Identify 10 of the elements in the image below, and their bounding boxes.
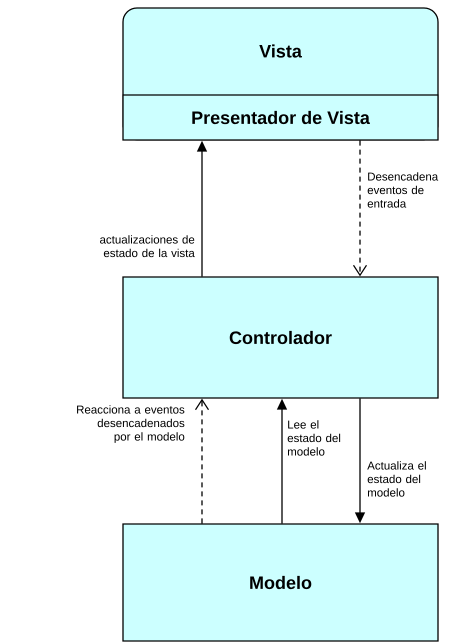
component-box: Presentador de Vista <box>122 94 439 141</box>
edge-label: Lee el estado del modelo <box>288 420 340 456</box>
edge-label: actualizaciones de estado de la vista <box>100 235 195 258</box>
arrow <box>353 140 367 276</box>
component-box: Controlador <box>122 276 439 399</box>
arrow <box>195 398 209 524</box>
component-box: Modelo <box>122 523 439 642</box>
edge-label: Desencadena eventos de entrada <box>368 172 438 208</box>
edge-label: Reacciona a eventos desencadenados por el modelo <box>77 405 184 443</box>
edge-label: Actualiza el estado del modelo <box>367 461 426 497</box>
